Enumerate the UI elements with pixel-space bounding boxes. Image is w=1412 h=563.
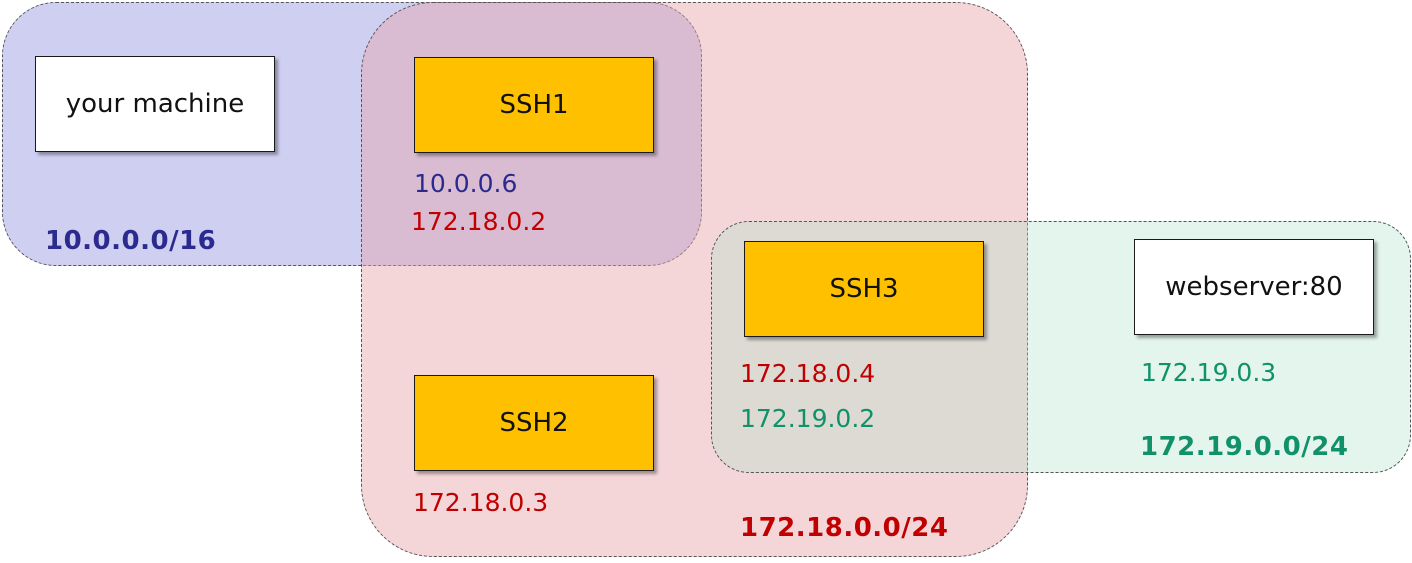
ssh1-ip-red: 172.18.0.2 [411,207,547,236]
subnet-label-172-19-0-0: 172.19.0.0/24 [1140,432,1349,462]
node-ssh1: SSH1 [414,57,654,153]
subnet-label-10-0-0-0: 10.0.0.0/16 [45,226,217,256]
node-ssh3: SSH3 [744,241,984,337]
node-your-machine: your machine [35,56,275,152]
node-ssh2-label: SSH2 [499,408,569,438]
node-webserver: webserver:80 [1134,239,1374,335]
ssh3-ip-green: 172.19.0.2 [740,404,876,433]
subnet-label-172-18-0-0: 172.18.0.0/24 [740,513,949,543]
node-ssh1-label: SSH1 [499,90,569,120]
node-ssh2: SSH2 [414,375,654,471]
node-ssh3-label: SSH3 [829,274,899,304]
node-webserver-label: webserver:80 [1165,272,1343,302]
webserver-ip-green: 172.19.0.3 [1141,358,1277,387]
ssh2-ip-red: 172.18.0.3 [413,488,549,517]
node-your-machine-label: your machine [65,89,245,119]
ssh1-ip-blue: 10.0.0.6 [414,169,518,198]
ssh3-ip-red: 172.18.0.4 [740,359,876,388]
